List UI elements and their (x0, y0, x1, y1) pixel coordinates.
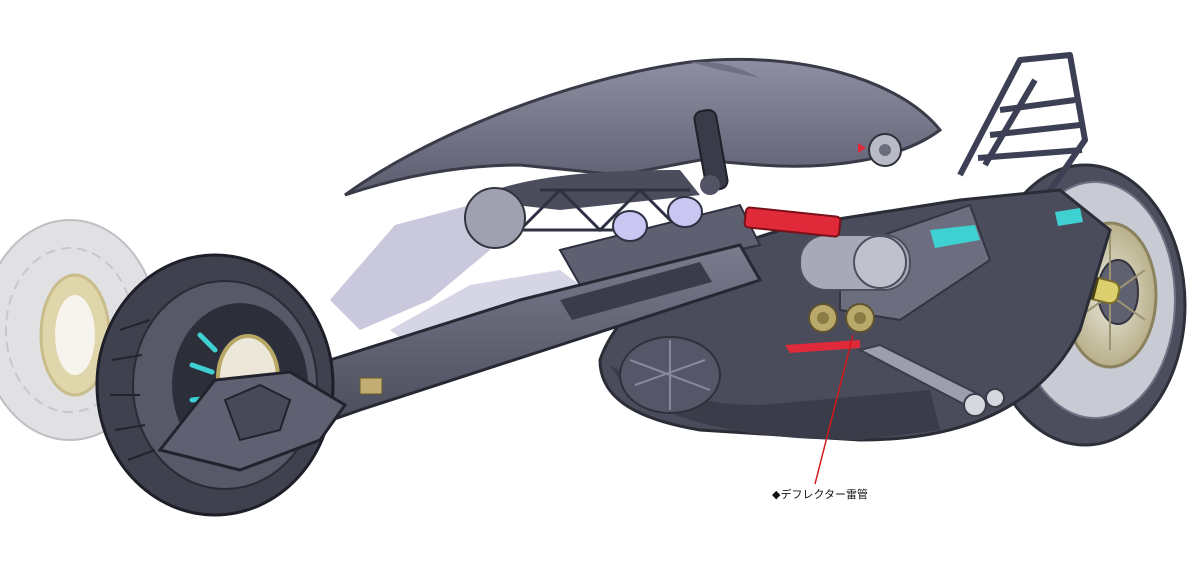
callout-leader-line (814, 334, 854, 485)
top-cowl (344, 57, 943, 210)
footrest (857, 343, 1005, 417)
tail-light (743, 206, 842, 238)
gauge-plate (558, 196, 762, 287)
rear-rack (957, 52, 1088, 207)
handlebar (693, 108, 729, 195)
intake-fan (464, 187, 526, 249)
callout-label: ◆デフレクター雷管 (772, 488, 869, 501)
front-hub-cover (157, 370, 348, 472)
